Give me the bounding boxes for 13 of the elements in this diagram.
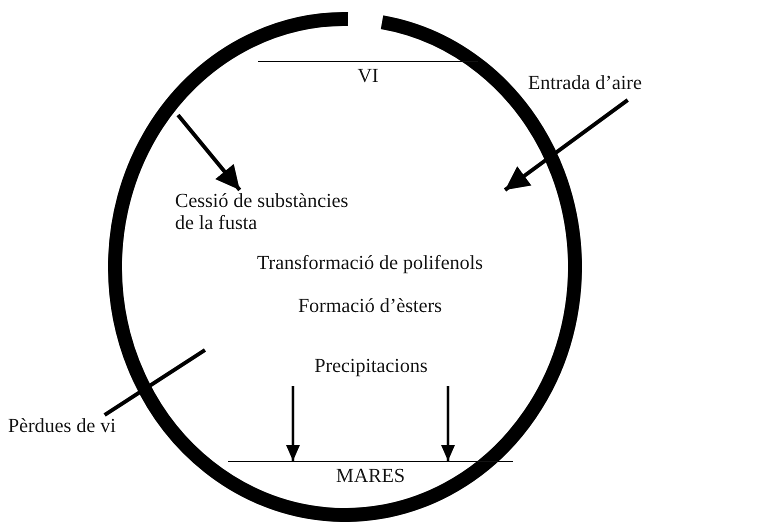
arrow [441, 386, 456, 461]
process-label: Cessió de substàncies de la fusta [175, 190, 350, 234]
process-label: Formació d’èsters [297, 295, 443, 317]
arrow [504, 98, 629, 192]
process-label: Pèrdues de vi [8, 415, 117, 437]
process-label: Precipitacions [313, 355, 429, 377]
line [104, 348, 206, 417]
level-line-label: MARES [228, 461, 513, 491]
level-line-label: VI [258, 61, 478, 91]
process-label: Entrada d’aire [528, 72, 643, 94]
process-label: Transformació de polifenols [256, 252, 484, 274]
arrow [176, 114, 242, 192]
arrow [286, 386, 300, 461]
